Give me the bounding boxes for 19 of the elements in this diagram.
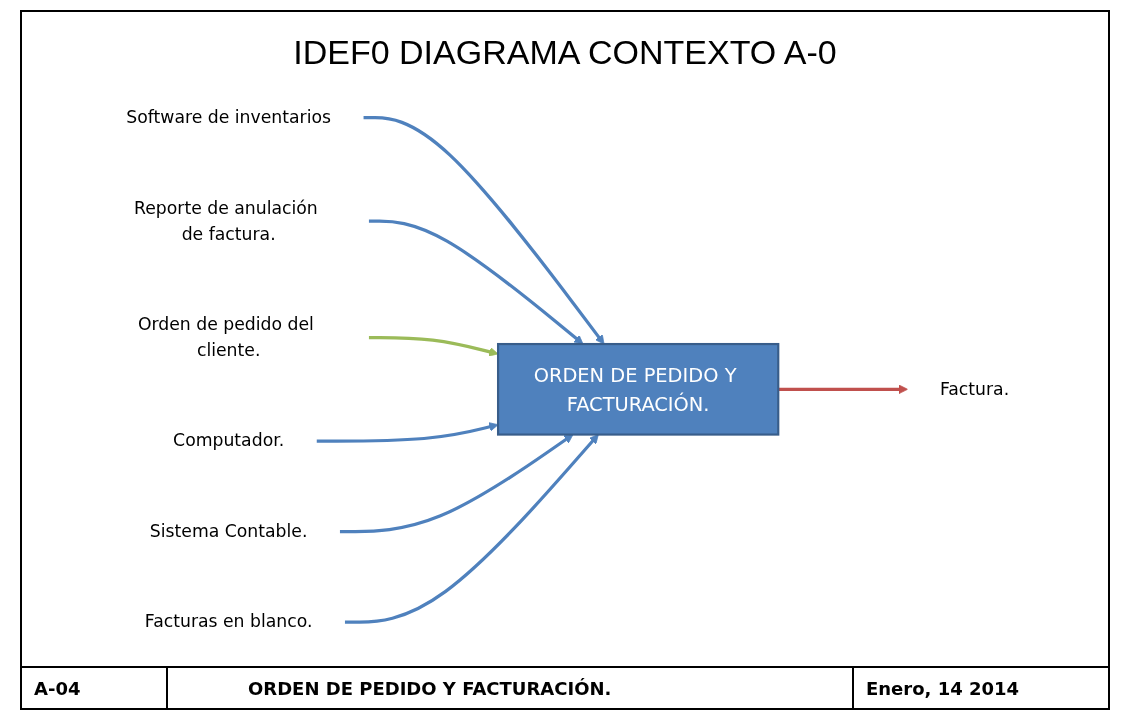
node-text: Reporte de anulación de factura. xyxy=(133,197,318,244)
arrow xyxy=(344,434,599,624)
node-box: ORDEN DE PEDIDO Y FACTURACIÓN. xyxy=(497,343,780,436)
arrow xyxy=(368,336,499,357)
node-text: Factura. xyxy=(939,378,1010,400)
diagram-title: IDEF0 DIAGRAMA CONTEXTO A-0 xyxy=(292,32,838,73)
node-text: Software de inventarios xyxy=(126,107,331,128)
diagram-date: Enero, 14 2014 xyxy=(865,676,1021,701)
arrow xyxy=(778,384,909,395)
diagram-name: ORDEN DE PEDIDO Y FACTURACIÓN. xyxy=(168,668,854,708)
node-text: Orden de pedido del cliente. xyxy=(137,314,314,361)
node-text: Sistema Contable. xyxy=(149,520,308,542)
arrow xyxy=(316,422,499,443)
diagram-number: A-04 xyxy=(22,668,168,708)
node-text: Facturas en blanco. xyxy=(144,611,313,632)
arrow xyxy=(339,434,574,534)
arrow xyxy=(363,116,605,345)
arrow xyxy=(368,219,584,345)
node-text: Computador. xyxy=(173,430,285,451)
